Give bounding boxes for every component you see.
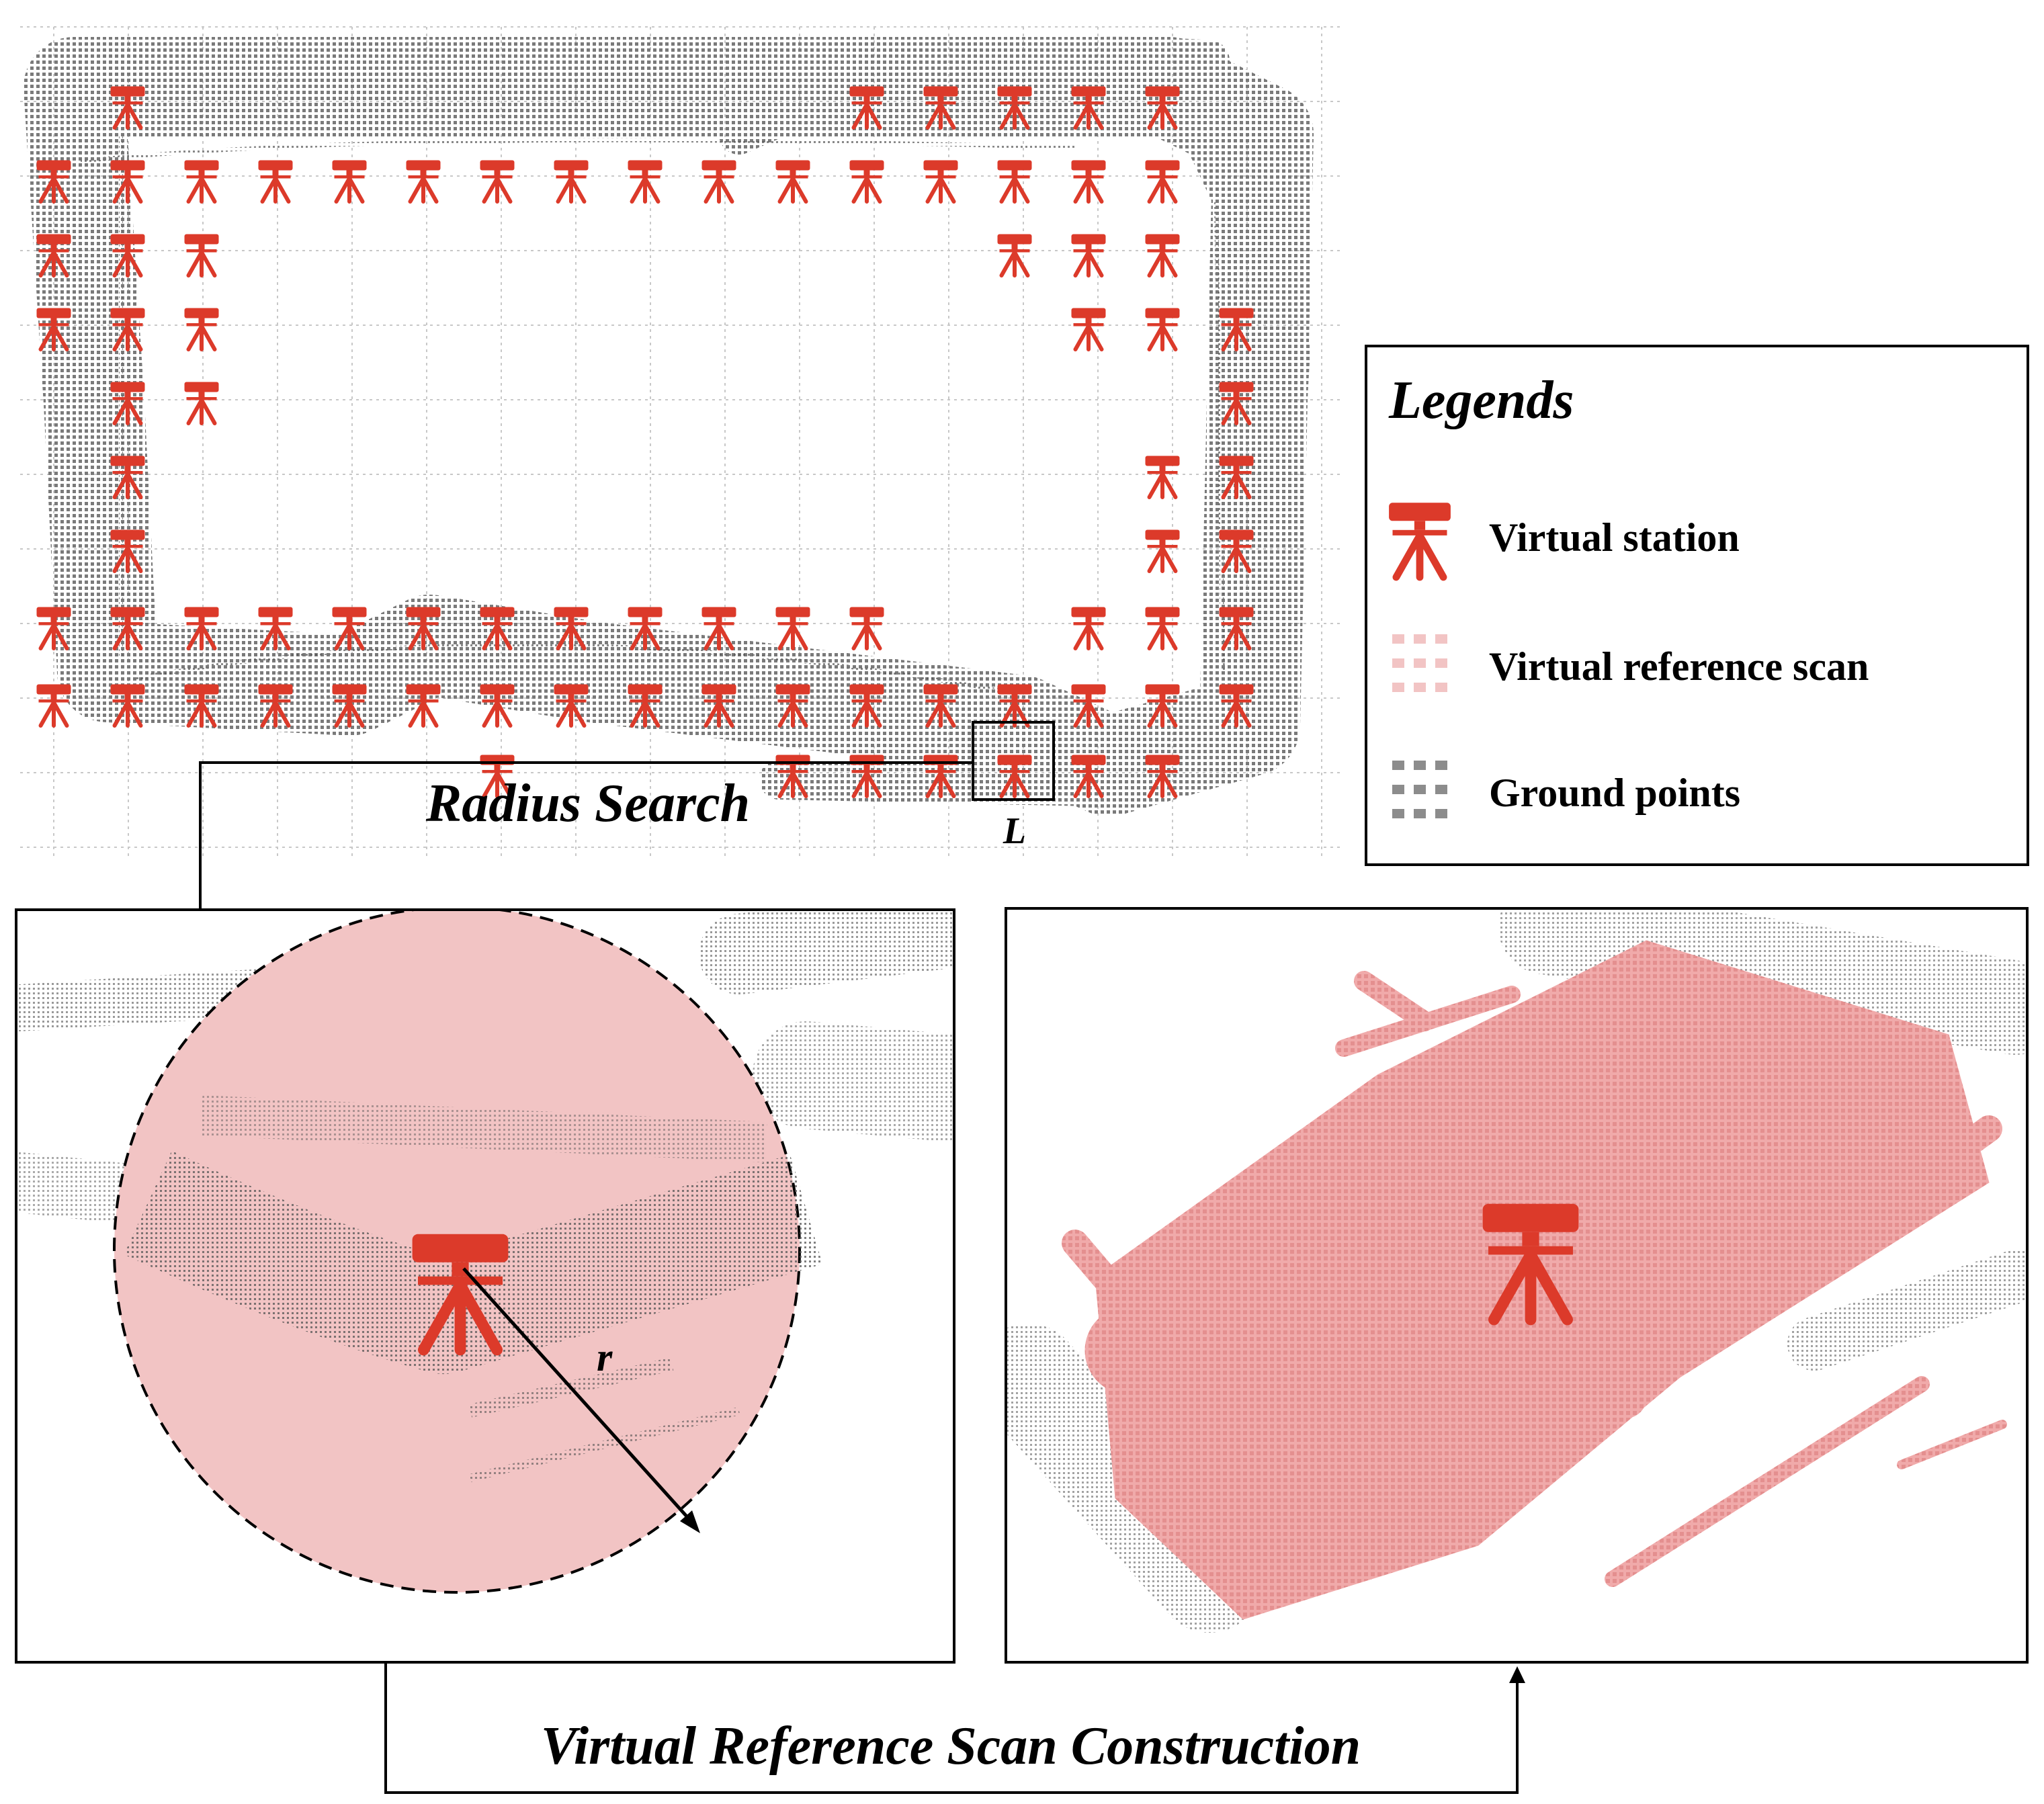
virtual-station-icon [850,607,884,649]
virtual-station-icon [1146,161,1180,202]
virtual-station-icon [333,161,367,202]
virtual-station-icon [1072,308,1106,350]
virtual-station-icon [702,161,736,202]
legend-panel: Legends Virtual station Virtual referenc… [1365,345,2029,866]
radius-arrow-line [462,1267,695,1525]
zoom-box [972,721,1055,801]
virtual-station-icon [1072,161,1106,202]
virtual-station-icon [628,161,663,202]
virtual-station-icon [1146,607,1180,649]
legend-label-ground-points: Ground points [1489,771,1740,815]
arrowhead-up [1509,1666,1525,1683]
virtual-station-icon [1072,607,1106,649]
virtual-station-icon [850,161,884,202]
virtual-station-icon [185,161,219,202]
radius-arrowhead [680,1510,700,1533]
ground-points-swatch [1392,761,1447,818]
virtual-station-icon [1146,308,1180,350]
virtual-station-icon [407,161,441,202]
virtual-station-icon [776,161,810,202]
radius-label: r [597,1335,613,1379]
virtual-station-icon [1146,234,1180,276]
legend-label-virtual-station: Virtual station [1489,515,1740,560]
construction-connector [384,1662,1525,1794]
panel-ground-road [124,1095,823,1482]
virtual-station-icon [924,161,958,202]
ground-point-cloud-texture [80,134,1225,694]
virtual-station-icon [776,607,810,649]
radius-search-frame [15,908,955,1664]
ground-point-cloud-ring [24,36,1314,816]
virtual-station-icon [1072,234,1106,276]
legend-frame [1365,345,2029,866]
virtual-station-icon [1146,530,1180,572]
overview-map: L Radius Search [20,26,1344,937]
virtual-station-icon [185,308,219,350]
virtual-station-icon [37,685,71,726]
virtual-station-icon [998,234,1032,276]
reference-scan-panel [1005,907,2029,1664]
reference-scan-frame [1005,907,2029,1664]
radius-search-panel: r [15,908,955,1664]
virtual-station-icon [480,161,515,202]
connector-to-radius-panel [199,761,973,931]
virtual-station-icon [554,161,589,202]
legend-title: Legends [1388,371,1574,430]
construction-caption: Virtual Reference Scan Construction [541,1717,1361,1776]
zoom-box-label: L [1003,810,1026,852]
radius-search-caption: Radius Search [425,774,750,833]
virtual-station-icon [998,161,1032,202]
virtual-station-icon [185,234,219,276]
virtual-station-icon [259,161,293,202]
virtual-station-icon [1146,456,1180,498]
virtual-station-icon [185,382,219,424]
legend-label-virtual-reference-scan: Virtual reference scan [1489,644,1869,689]
virtual-reference-scan-swatch [1392,634,1447,692]
